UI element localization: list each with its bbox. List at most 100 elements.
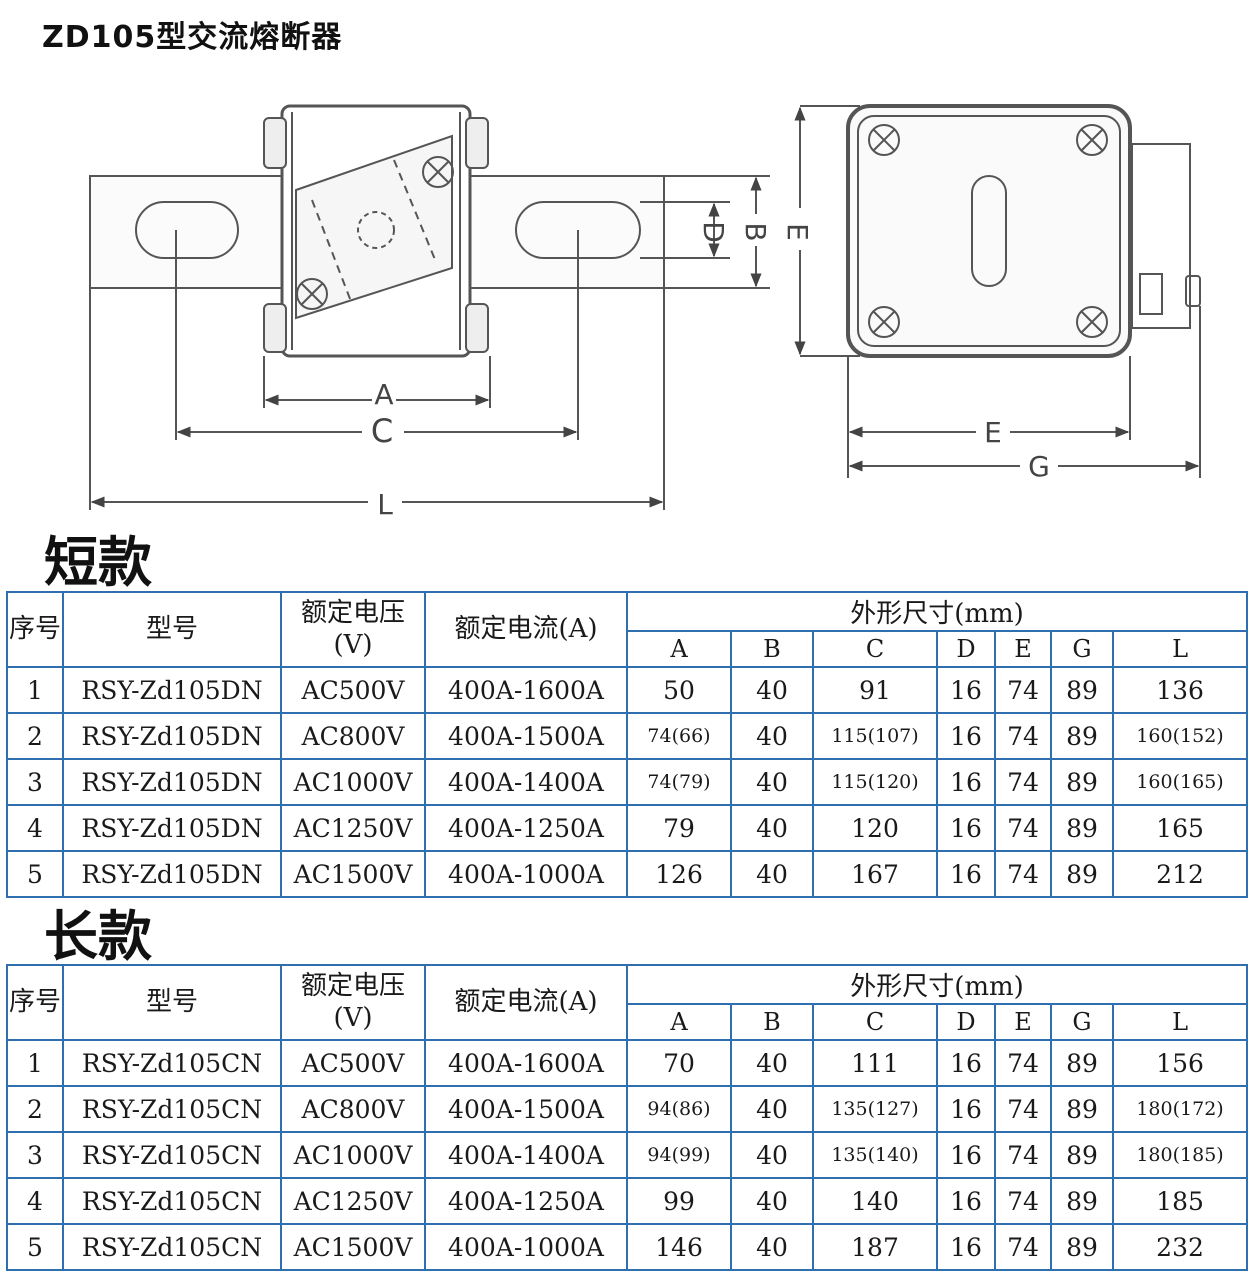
cell-g: 89 xyxy=(1050,804,1114,852)
cell-c: 187 xyxy=(812,1223,938,1271)
cell-voltage: AC1000V xyxy=(280,758,426,806)
cell-a: 99 xyxy=(626,1177,732,1225)
header-col-c: C xyxy=(812,630,938,668)
cell-no: 1 xyxy=(6,1039,64,1087)
cell-g: 89 xyxy=(1050,1177,1114,1225)
cell-no: 2 xyxy=(6,712,64,760)
cell-g: 89 xyxy=(1050,1131,1114,1179)
cell-current: 400A-1000A xyxy=(424,1223,628,1271)
spec-table-short: 序号 型号 额定电压(V) 额定电流(A) 外形尺寸(mm) A B C D E… xyxy=(6,591,1249,898)
cell-model: RSY-Zd105DN xyxy=(62,712,282,760)
cell-g: 89 xyxy=(1050,712,1114,760)
cell-model: RSY-Zd105DN xyxy=(62,804,282,852)
header-col-e: E xyxy=(994,630,1052,668)
cell-c: 115(120) xyxy=(812,758,938,806)
header-col-g: G xyxy=(1050,630,1114,668)
cell-voltage: AC1500V xyxy=(280,1223,426,1271)
cell-e: 74 xyxy=(994,1223,1052,1271)
cell-b: 40 xyxy=(730,1131,814,1179)
header-current: 额定电流(A) xyxy=(424,964,628,1041)
cell-a: 126 xyxy=(626,850,732,898)
cell-voltage: AC1250V xyxy=(280,804,426,852)
cell-current: 400A-1400A xyxy=(424,1131,628,1179)
cell-b: 40 xyxy=(730,804,814,852)
header-col-c: C xyxy=(812,1003,938,1041)
cell-l: 185 xyxy=(1111,1177,1249,1225)
cell-b: 40 xyxy=(730,1039,814,1087)
cell-e: 74 xyxy=(994,850,1052,898)
dim-label-a: A xyxy=(374,378,393,411)
cell-model: RSY-Zd105DN xyxy=(62,666,282,714)
cell-no: 3 xyxy=(6,758,64,806)
cell-g: 89 xyxy=(1050,758,1114,806)
cell-model: RSY-Zd105CN xyxy=(62,1223,282,1271)
cell-l: 180(172) xyxy=(1111,1085,1249,1133)
cell-current: 400A-1250A xyxy=(424,804,628,852)
cell-current: 400A-1000A xyxy=(424,850,628,898)
cell-voltage: AC1500V xyxy=(280,850,426,898)
cell-voltage: AC800V xyxy=(280,1085,426,1133)
cell-d: 16 xyxy=(936,1085,996,1133)
cell-voltage: AC1250V xyxy=(280,1177,426,1225)
cell-d: 16 xyxy=(936,666,996,714)
cell-l: 156 xyxy=(1111,1039,1249,1087)
cell-l: 180(185) xyxy=(1111,1131,1249,1179)
cell-l: 160(165) xyxy=(1111,758,1249,806)
cell-c: 140 xyxy=(812,1177,938,1225)
header-model: 型号 xyxy=(62,591,282,668)
header-col-l: L xyxy=(1111,1003,1249,1041)
cell-voltage: AC500V xyxy=(280,666,426,714)
header-dimensions: 外形尺寸(mm) xyxy=(625,964,1249,1005)
cell-d: 16 xyxy=(936,712,996,760)
cell-d: 16 xyxy=(936,758,996,806)
cell-b: 40 xyxy=(730,850,814,898)
header-model: 型号 xyxy=(62,964,282,1041)
cell-current: 400A-1600A xyxy=(424,1039,628,1087)
cell-b: 40 xyxy=(730,1223,814,1271)
header-voltage: 额定电压(V) xyxy=(280,591,426,668)
dim-label-d: D xyxy=(697,221,730,243)
header-dimensions: 外形尺寸(mm) xyxy=(625,591,1249,632)
cell-current: 400A-1500A xyxy=(424,1085,628,1133)
spec-table-long: 序号 型号 额定电压(V) 额定电流(A) 外形尺寸(mm) A B C D E… xyxy=(6,964,1249,1271)
cell-b: 40 xyxy=(730,712,814,760)
cell-e: 74 xyxy=(994,1131,1052,1179)
fuse-end-view xyxy=(846,104,1132,358)
dim-label-e-vertical: E xyxy=(781,223,814,241)
header-col-l: L xyxy=(1111,630,1249,668)
cell-b: 40 xyxy=(730,758,814,806)
cell-current: 400A-1250A xyxy=(424,1177,628,1225)
cell-model: RSY-Zd105DN xyxy=(62,850,282,898)
header-col-b: B xyxy=(730,630,814,668)
cell-e: 74 xyxy=(994,758,1052,806)
end-view-slot xyxy=(971,175,1007,287)
cell-d: 16 xyxy=(936,804,996,852)
cell-voltage: AC1000V xyxy=(280,1131,426,1179)
cell-a: 70 xyxy=(626,1039,732,1087)
cell-a: 74(66) xyxy=(626,712,732,760)
cell-voltage: AC800V xyxy=(280,712,426,760)
cell-a: 146 xyxy=(626,1223,732,1271)
header-current: 额定电流(A) xyxy=(424,591,628,668)
cell-no: 1 xyxy=(6,666,64,714)
cell-e: 74 xyxy=(994,1039,1052,1087)
cell-model: RSY-Zd105CN xyxy=(62,1177,282,1225)
cell-no: 2 xyxy=(6,1085,64,1133)
section-label-long: 长款 xyxy=(44,905,152,968)
cell-current: 400A-1500A xyxy=(424,712,628,760)
cell-g: 89 xyxy=(1050,1223,1114,1271)
cell-l: 232 xyxy=(1111,1223,1249,1271)
cell-e: 74 xyxy=(994,712,1052,760)
cell-no: 4 xyxy=(6,1177,64,1225)
cell-b: 40 xyxy=(730,666,814,714)
cell-c: 135(140) xyxy=(812,1131,938,1179)
cell-g: 89 xyxy=(1050,1085,1114,1133)
cell-l: 165 xyxy=(1111,804,1249,852)
